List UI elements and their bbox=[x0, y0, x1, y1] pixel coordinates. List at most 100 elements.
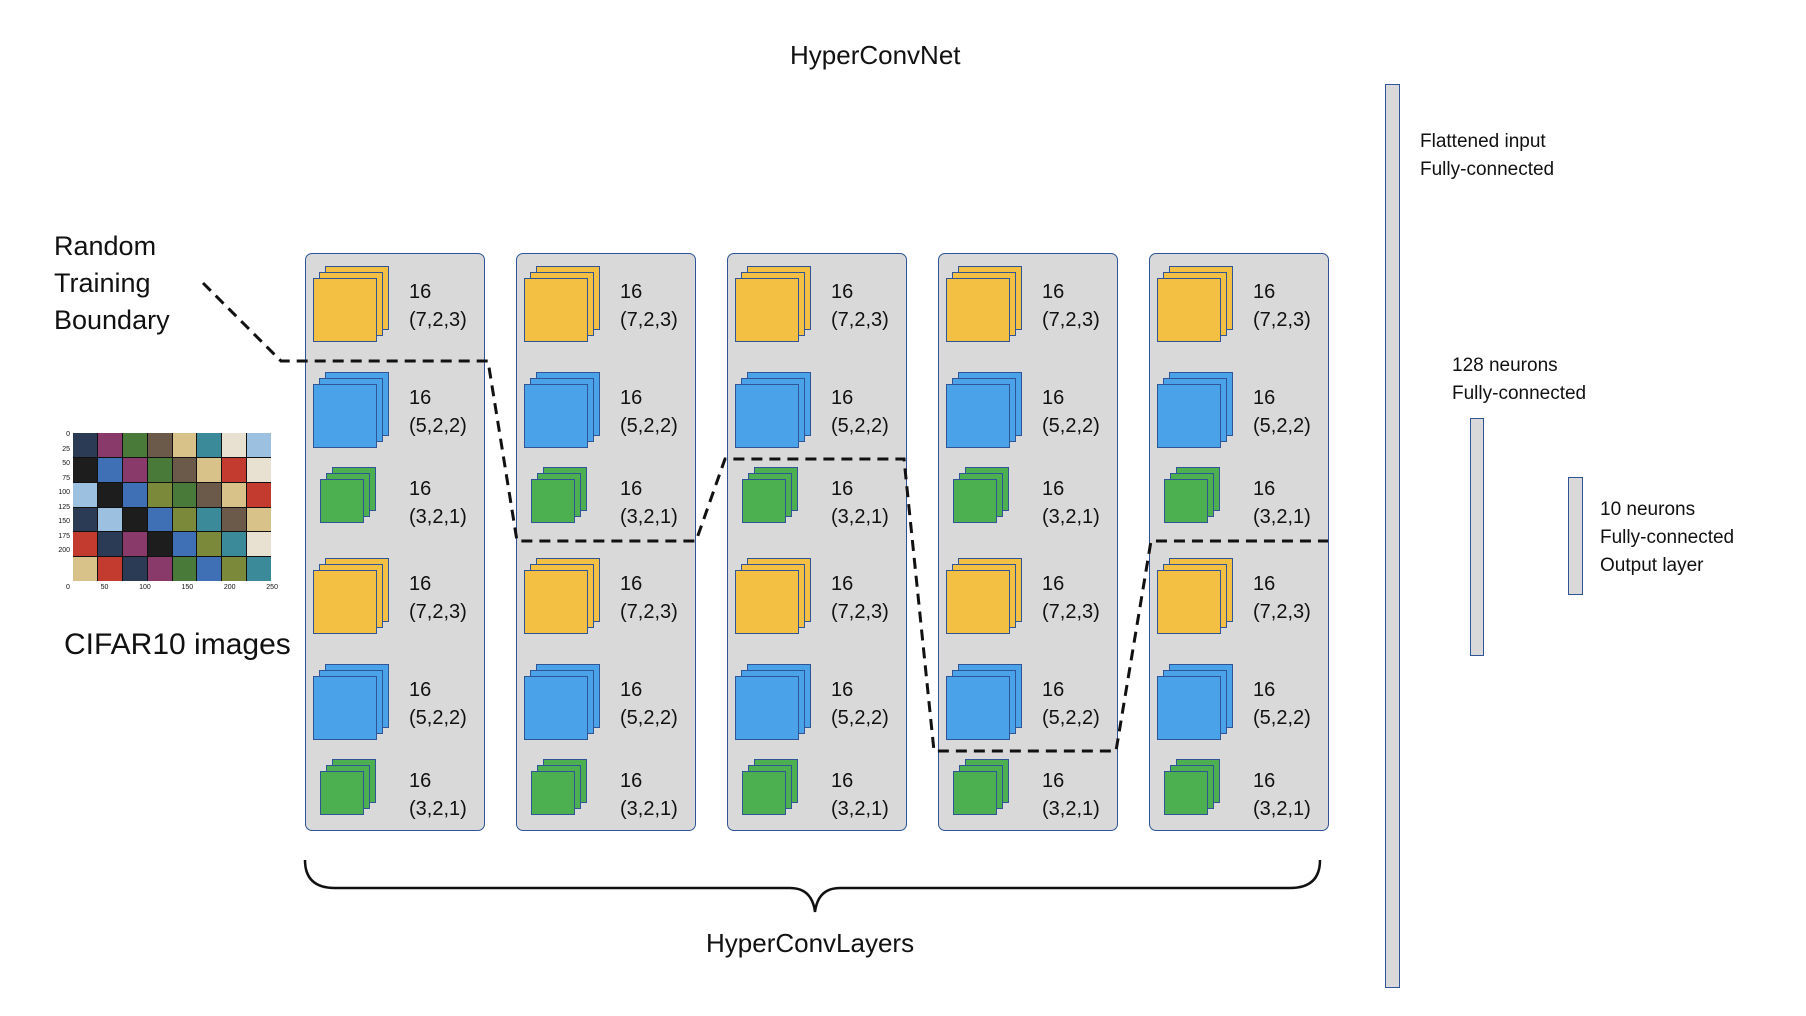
cifar-thumbnail bbox=[247, 457, 271, 482]
cifar-thumbnail bbox=[172, 532, 197, 557]
filter-square bbox=[735, 384, 799, 448]
cifar-thumbnail bbox=[197, 532, 222, 557]
filter-square bbox=[1157, 278, 1221, 342]
filter-square bbox=[735, 278, 799, 342]
layer-kernel-size: (3,2,1) bbox=[1253, 798, 1311, 820]
layer-label: 16(3,2,1) bbox=[620, 475, 678, 531]
layer-filter-count: 16 bbox=[1042, 770, 1065, 792]
layer-label: 16(5,2,2) bbox=[1042, 384, 1100, 440]
cifar-thumbnail bbox=[122, 507, 147, 532]
y-tick-label: 125 bbox=[58, 503, 70, 511]
filter-square bbox=[946, 570, 1010, 634]
filter-square bbox=[742, 479, 786, 523]
filter-square bbox=[531, 479, 575, 523]
layer-filter-count: 16 bbox=[409, 387, 432, 409]
cifar-thumbnail bbox=[73, 433, 97, 457]
fc-label-line: Fully-connected bbox=[1420, 159, 1555, 180]
layer-kernel-size: (7,2,3) bbox=[409, 601, 467, 623]
cifar-thumbnail bbox=[97, 557, 122, 581]
layer-label: 16(7,2,3) bbox=[1042, 278, 1100, 334]
filter-square bbox=[1157, 384, 1221, 448]
cifar-thumbnail bbox=[222, 532, 247, 557]
cifar-thumbnail bbox=[247, 507, 271, 532]
brace-label: HyperConvLayers bbox=[706, 928, 915, 958]
layer-filter-count: 16 bbox=[620, 281, 643, 303]
layer-label: 16(3,2,1) bbox=[620, 767, 678, 823]
cifar-thumbnail bbox=[172, 457, 197, 482]
cifar-thumbnail bbox=[97, 507, 122, 532]
layer-filter-count: 16 bbox=[1042, 679, 1065, 701]
cifar-thumbnail bbox=[122, 557, 147, 581]
layer-filter-count: 16 bbox=[831, 573, 854, 595]
layer-filter-count: 16 bbox=[831, 478, 854, 500]
cifar-thumbnail bbox=[147, 532, 172, 557]
cifar-image-grid bbox=[73, 433, 271, 581]
y-tick-label: 25 bbox=[62, 445, 70, 453]
filter-square bbox=[1157, 676, 1221, 740]
filter-square bbox=[735, 676, 799, 740]
layer-filter-count: 16 bbox=[1253, 478, 1276, 500]
layer-filter-count: 16 bbox=[831, 770, 854, 792]
filter-square bbox=[313, 384, 377, 448]
cifar-thumbnail bbox=[122, 433, 147, 457]
layer-filter-count: 16 bbox=[1042, 478, 1065, 500]
cifar-thumbnail bbox=[247, 557, 271, 581]
cifar-thumbnail bbox=[247, 532, 271, 557]
cifar-thumbnail bbox=[197, 457, 222, 482]
layer-kernel-size: (5,2,2) bbox=[1042, 415, 1100, 437]
layer-filter-count: 16 bbox=[831, 281, 854, 303]
layer-label: 16(7,2,3) bbox=[1253, 278, 1311, 334]
layer-kernel-size: (5,2,2) bbox=[409, 707, 467, 729]
y-tick-label: 75 bbox=[62, 474, 70, 482]
layer-filter-count: 16 bbox=[409, 573, 432, 595]
layer-filter-count: 16 bbox=[409, 281, 432, 303]
cifar-thumbnail bbox=[197, 557, 222, 581]
layer-label: 16(7,2,3) bbox=[831, 278, 889, 334]
cifar-thumbnail bbox=[222, 482, 247, 507]
layer-label: 16 (3,2,1) bbox=[831, 475, 889, 531]
cifar-thumbnail bbox=[122, 482, 147, 507]
cifar-thumbnail bbox=[147, 507, 172, 532]
layer-label: 16(7,2,3) bbox=[1042, 570, 1100, 626]
layer-kernel-size: (5,2,2) bbox=[1253, 707, 1311, 729]
filter-square bbox=[1164, 479, 1208, 523]
layer-kernel-size: (5,2,2) bbox=[409, 415, 467, 437]
layer-label: 16 (3,2,1) bbox=[831, 767, 889, 823]
layer-kernel-size: (3,2,1) bbox=[831, 798, 889, 820]
layer-label: 16(5,2,2) bbox=[409, 676, 467, 732]
cifar-y-axis-ticks: 0 25 50 75 100 125 150 175 200 bbox=[48, 428, 70, 559]
fc-label-line: 10 neurons bbox=[1600, 499, 1696, 520]
filter-square bbox=[531, 771, 575, 815]
layer-kernel-size: (7,2,3) bbox=[831, 601, 889, 623]
layer-label: 16(5,2,2) bbox=[1042, 676, 1100, 732]
cifar-thumbnail bbox=[122, 457, 147, 482]
layer-label: 16(3,2,1) bbox=[1042, 767, 1100, 823]
layer-filter-count: 16 bbox=[831, 679, 854, 701]
layer-label: 16(3,2,1) bbox=[409, 475, 467, 531]
layer-label: 16(3,2,1) bbox=[409, 767, 467, 823]
layer-kernel-size: (3,2,1) bbox=[831, 506, 889, 528]
layer-filter-count: 16 bbox=[1253, 573, 1276, 595]
fc-10-bar bbox=[1568, 477, 1583, 595]
cifar-thumbnail bbox=[197, 482, 222, 507]
layer-filter-count: 16 bbox=[831, 387, 854, 409]
layer-label: 16(7,2,3) bbox=[409, 278, 467, 334]
layer-kernel-size: (3,2,1) bbox=[409, 798, 467, 820]
filter-square bbox=[524, 570, 588, 634]
layer-kernel-size: (3,2,1) bbox=[620, 506, 678, 528]
cifar-thumbnail bbox=[247, 482, 271, 507]
x-tick-label: 100 bbox=[139, 584, 151, 591]
layer-filter-count: 16 bbox=[620, 573, 643, 595]
cifar-label: CIFAR10 images bbox=[64, 628, 291, 661]
layer-filter-count: 16 bbox=[1253, 387, 1276, 409]
layer-label: 16(3,2,1) bbox=[1253, 767, 1311, 823]
y-tick-label: 100 bbox=[58, 489, 70, 496]
layer-label: 16(5,2,2) bbox=[1253, 676, 1311, 732]
y-tick-label: 150 bbox=[58, 518, 70, 525]
x-tick-label: 0 bbox=[66, 584, 70, 591]
filter-square bbox=[524, 676, 588, 740]
x-tick-label: 200 bbox=[223, 584, 236, 591]
fc-label-line: 128 neurons bbox=[1452, 355, 1558, 376]
layer-filter-count: 16 bbox=[409, 478, 432, 500]
x-tick-label: 250 bbox=[266, 584, 278, 591]
